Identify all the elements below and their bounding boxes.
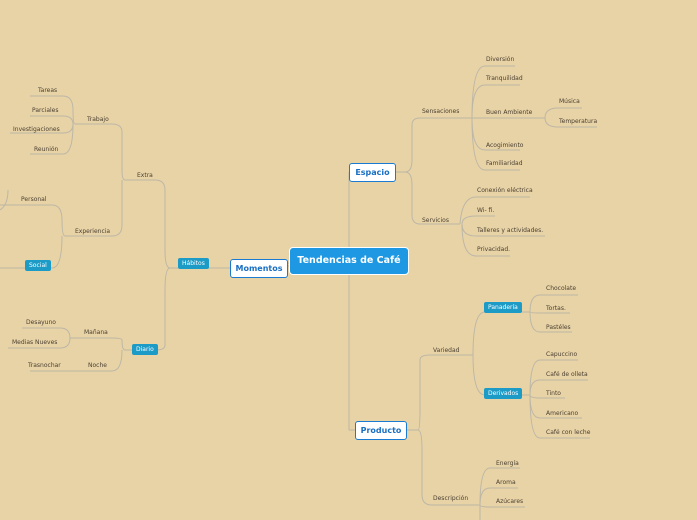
node-descripcion[interactable]: Descripción: [433, 495, 469, 502]
node-energia[interactable]: Energía: [496, 460, 519, 467]
node-servicios[interactable]: Servicios: [422, 217, 449, 224]
node-producto[interactable]: Producto: [355, 421, 407, 440]
node-temperatura[interactable]: Temperatura: [559, 118, 598, 125]
node-americano[interactable]: Americano: [546, 410, 579, 417]
node-investigaciones[interactable]: Investigaciones: [13, 126, 60, 133]
node-privacidad[interactable]: Privacidad.: [477, 246, 511, 253]
node-derivados[interactable]: Derivados: [484, 388, 523, 399]
node-talleres[interactable]: Talleres y actividades.: [477, 227, 544, 234]
node-noche[interactable]: Noche: [88, 362, 107, 369]
node-parciales[interactable]: Parciales: [32, 107, 59, 114]
node-diversion[interactable]: Diversión: [486, 56, 515, 63]
node-tinto[interactable]: Tinto: [546, 390, 561, 397]
node-buen-ambiente[interactable]: Buen Ambiente: [486, 109, 533, 116]
node-manana[interactable]: Mañana: [84, 329, 108, 336]
node-azucares[interactable]: Azúcares: [496, 498, 524, 505]
node-tareas[interactable]: Tareas: [38, 87, 58, 94]
node-habitos[interactable]: Hábitos: [178, 258, 209, 269]
node-aroma[interactable]: Aroma: [496, 479, 516, 486]
node-capuccino[interactable]: Capuccino: [546, 351, 578, 358]
node-pasteles[interactable]: Pastéles: [546, 324, 571, 331]
node-espacio[interactable]: Espacio: [349, 163, 396, 182]
node-desayuno[interactable]: Desayuno: [26, 319, 56, 326]
node-extra[interactable]: Extra: [137, 172, 153, 179]
node-panaderia[interactable]: Panadería: [484, 302, 522, 313]
node-acogimiento[interactable]: Acogimiento: [486, 142, 524, 149]
node-chocolate[interactable]: Chocolate: [546, 285, 577, 292]
node-tranquilidad[interactable]: Tranquilidad: [486, 75, 523, 82]
node-social[interactable]: Social: [25, 260, 51, 271]
node-variedad[interactable]: Variedad: [433, 347, 460, 354]
node-diario[interactable]: Diario: [132, 344, 158, 355]
node-reunion[interactable]: Reunión: [34, 146, 59, 153]
node-cafe-olleta[interactable]: Café de olleta: [546, 371, 588, 378]
node-cafe-leche[interactable]: Café con leche: [546, 429, 591, 436]
node-trasnochar[interactable]: Trasnochar: [28, 362, 61, 369]
node-momentos[interactable]: Momentos: [230, 259, 288, 278]
node-medias-nueves[interactable]: Medias Nueves: [12, 339, 58, 346]
node-trabajo[interactable]: Trabajo: [87, 116, 109, 123]
node-personal[interactable]: Personal: [21, 196, 47, 203]
node-sensaciones[interactable]: Sensaciones: [422, 108, 460, 115]
node-experiencia[interactable]: Experiencia: [75, 228, 111, 235]
node-tortas[interactable]: Tortas.: [546, 305, 566, 312]
node-familiaridad[interactable]: Familiaridad: [486, 160, 523, 167]
node-wifi[interactable]: Wi- fi.: [477, 207, 495, 214]
node-conexion[interactable]: Conexión eléctrica: [477, 187, 533, 194]
node-musica[interactable]: Música: [559, 98, 580, 105]
root-node[interactable]: Tendencias de Café: [289, 247, 409, 275]
